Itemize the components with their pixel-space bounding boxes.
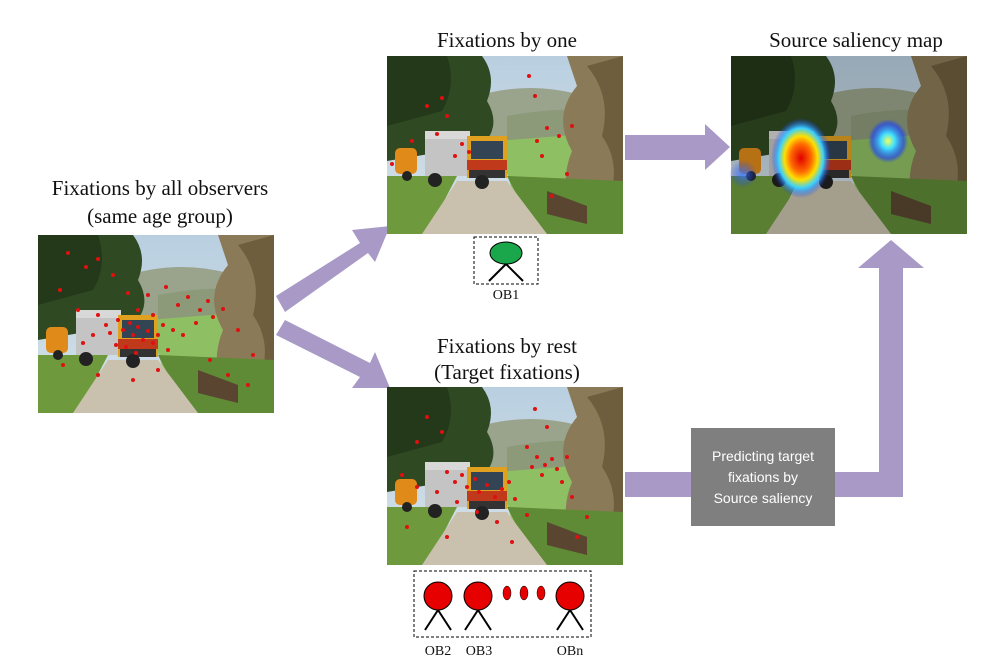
image-source-saliency-map: [729, 56, 967, 234]
process-box-predicting: Predicting target fixations by Source sa…: [691, 428, 835, 526]
arrow-to-single-observer: [276, 226, 390, 312]
observer-label-obn: OBn: [556, 644, 584, 659]
ellipsis-dots: [502, 585, 546, 601]
caption-all-observers-line1: Fixations by all observers: [51, 176, 269, 200]
arrow-to-saliency-map: [625, 124, 730, 170]
caption-fixations-by-rest-line1: Fixations by rest: [437, 334, 577, 358]
caption-fixations-by-rest-line2: (Target fixations): [434, 360, 580, 384]
caption-all-observers-line2: (same age group): [87, 204, 233, 228]
observer-icon-ob2: [423, 581, 453, 631]
arrow-to-rest-observers: [276, 320, 390, 388]
fixation-dots: [58, 251, 255, 387]
saliency-blob-main: [771, 118, 831, 198]
fixation-dots: [400, 407, 589, 544]
arrow-rest-to-box: [625, 472, 691, 497]
observer-group-single: [473, 236, 539, 285]
observer-group-rest: [413, 570, 592, 638]
image-fixations-by-rest: [387, 387, 623, 565]
arrow-box-to-saliency-map: [835, 240, 924, 497]
observer-icon-ob1: [488, 241, 524, 282]
observer-label-ob1: OB1: [492, 288, 520, 303]
saliency-blob-secondary: [868, 119, 908, 163]
observer-label-ob2: OB2: [424, 644, 452, 659]
saliency-blob-faint: [729, 160, 757, 188]
flow-arrows: [276, 124, 924, 497]
image-fixations-by-one: [387, 56, 623, 234]
observer-icon-ob3: [463, 581, 493, 631]
observer-label-ob3: OB3: [465, 644, 493, 659]
caption-source-saliency-map: Source saliency map: [769, 28, 943, 52]
caption-fixations-by-one: Fixations by one: [437, 28, 577, 52]
fixation-dots: [390, 74, 574, 198]
image-all-observers: [38, 235, 274, 413]
observer-icon-obn: [555, 581, 585, 631]
